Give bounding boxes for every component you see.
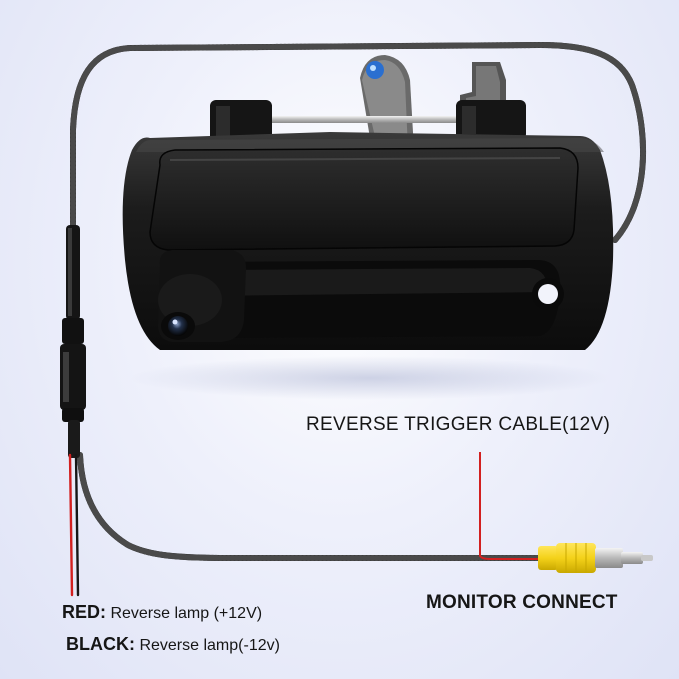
rca-video-plug (538, 543, 653, 573)
red-wire-desc: Reverse lamp (+12V) (110, 605, 263, 622)
camera-lens-icon (168, 316, 188, 336)
power-wires (68, 453, 80, 597)
monitor-connect-label: MONITOR CONNECT (426, 592, 618, 613)
black-wire-label: BLACK: Reverse lamp(-12v) (66, 634, 280, 655)
red-wire-key: RED: (62, 602, 106, 622)
camera-cable (70, 42, 647, 561)
tailgate-handle (122, 132, 614, 350)
backup-camera (158, 250, 246, 342)
mounting-bracket (210, 55, 526, 150)
handle-shadow (130, 356, 610, 400)
black-wire-key: BLACK: (66, 634, 135, 654)
black-wire-desc: Reverse lamp(-12v) (139, 637, 280, 654)
reverse-trigger-wire (479, 452, 540, 560)
power-connector (60, 225, 86, 458)
reverse-trigger-cable-label: REVERSE TRIGGER CABLE(12V) (306, 414, 611, 435)
red-wire-label: RED: Reverse lamp (+12V) (62, 602, 262, 623)
